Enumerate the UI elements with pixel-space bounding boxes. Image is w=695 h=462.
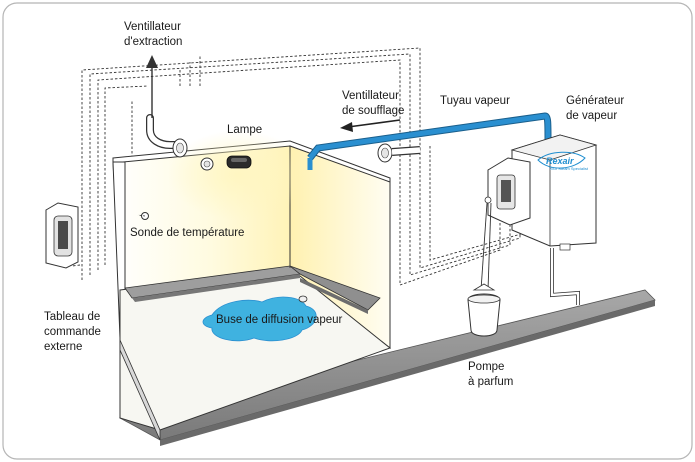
floor-slab [118,289,656,446]
label-scent-pump-line2: à parfum [468,376,513,388]
label-blower-fan-line2: de soufflage [342,105,404,117]
label-scent-pump-line1: Pompe [468,361,504,373]
label-steam-nozzle: Buse de diffusion vapeur [216,314,343,326]
label-steam-pipe: Tuyau vapeur [440,95,510,107]
blower-fan [340,119,421,163]
steam-puddle [202,296,317,342]
label-extraction-fan-line1: Ventillateur [124,21,181,33]
label-steam-generator-line2: de vapeur [566,110,617,122]
label-external-panel-line1: Tableau de [44,311,100,323]
temperature-probe [137,212,149,220]
rexair-logo: Rexair Your Steam Specialist [537,151,589,171]
label-blower-fan-line1: Ventillateur [342,90,399,102]
label-lamp: Lampe [227,124,262,136]
label-extraction-fan-line2: d'extraction [124,36,182,48]
label-external-panel-line2: commande [44,326,101,338]
scent-pump [467,202,501,337]
extraction-fan [146,55,188,158]
steam-generator [510,134,598,305]
label-steam-generator-line1: Générateur [566,95,624,107]
steam-nozzle [298,295,308,303]
label-temperature-probe: Sonde de température [130,227,244,239]
brand-name: Rexair [546,156,574,166]
label-external-panel-line3: externe [44,341,82,353]
scent-pump-controller [484,157,531,226]
external-control-panel [45,202,79,269]
labels: Ventillateur d'extraction Lampe Ventilla… [44,21,624,388]
brand-tagline: Your Steam Specialist [549,166,589,171]
lamp-fixture [168,130,308,220]
